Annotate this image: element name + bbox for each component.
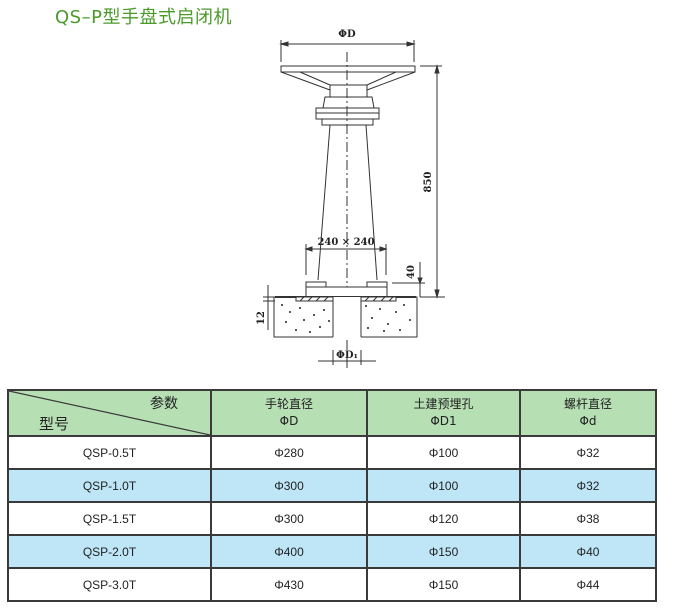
embed-hole-cell: Φ150 [366, 534, 521, 569]
screw-diameter-cell: Φ38 [519, 501, 657, 536]
table-row: QSP-1.5T Φ300 Φ120 Φ38 [7, 501, 657, 536]
hoist-drawing: ΦD 850 240 × 240 40 12 ΦD₁ [256, 29, 445, 370]
handwheel-diameter-cell: Φ300 [210, 501, 368, 536]
header-handwheel-diameter: 手轮直径 ΦD [210, 389, 368, 437]
model-cell: QSP-2.0T [7, 534, 212, 569]
header-screw-diameter: 螺杆直径 Φd [519, 389, 657, 437]
table-row: QSP-0.5T Φ280 Φ100 Φ32 [7, 435, 657, 470]
handwheel-diameter-cell: Φ280 [210, 435, 368, 470]
embed-hole-cell: Φ120 [366, 501, 521, 536]
svg-text:240 × 240: 240 × 240 [317, 237, 374, 248]
table-row: QSP-1.0T Φ300 Φ100 Φ32 [7, 468, 657, 503]
diagonal-divider [9, 391, 210, 435]
model-cell: QSP-3.0T [7, 567, 212, 602]
param-label: 参数 [150, 396, 178, 412]
svg-text:ΦD₁: ΦD₁ [336, 350, 358, 361]
embed-hole-cell: Φ150 [366, 567, 521, 602]
spec-table: 参数 型号 手轮直径 ΦD 土建预埋孔 ΦD1 螺杆直径 Φd QSP-0.5T… [7, 389, 657, 602]
embed-hole-cell: Φ100 [366, 468, 521, 503]
table-header-row: 参数 型号 手轮直径 ΦD 土建预埋孔 ΦD1 螺杆直径 Φd [7, 389, 657, 437]
handwheel-diameter-cell: Φ300 [210, 468, 368, 503]
handwheel-diameter-cell: Φ430 [210, 567, 368, 602]
model-cell: QSP-0.5T [7, 435, 212, 470]
header-corner-cell: 参数 型号 [7, 389, 212, 437]
page-title: QS–P型手盘式启闭机 [55, 7, 232, 28]
svg-text:850: 850 [423, 172, 434, 193]
screw-diameter-cell: Φ32 [519, 468, 657, 503]
model-cell: QSP-1.0T [7, 468, 212, 503]
model-label: 型号 [39, 415, 70, 433]
table-row: QSP-3.0T Φ430 Φ150 Φ44 [7, 567, 657, 602]
screw-diameter-cell: Φ44 [519, 567, 657, 602]
screw-diameter-cell: Φ40 [519, 534, 657, 569]
table-row: QSP-2.0T Φ400 Φ150 Φ40 [7, 534, 657, 569]
screw-diameter-cell: Φ32 [519, 435, 657, 470]
svg-text:40: 40 [406, 265, 417, 279]
svg-text:ΦD: ΦD [338, 29, 356, 40]
model-cell: QSP-1.5T [7, 501, 212, 536]
header-embed-hole: 土建预埋孔 ΦD1 [366, 389, 521, 437]
handwheel-diameter-cell: Φ400 [210, 534, 368, 569]
svg-text:12: 12 [256, 311, 267, 325]
embed-hole-cell: Φ100 [366, 435, 521, 470]
